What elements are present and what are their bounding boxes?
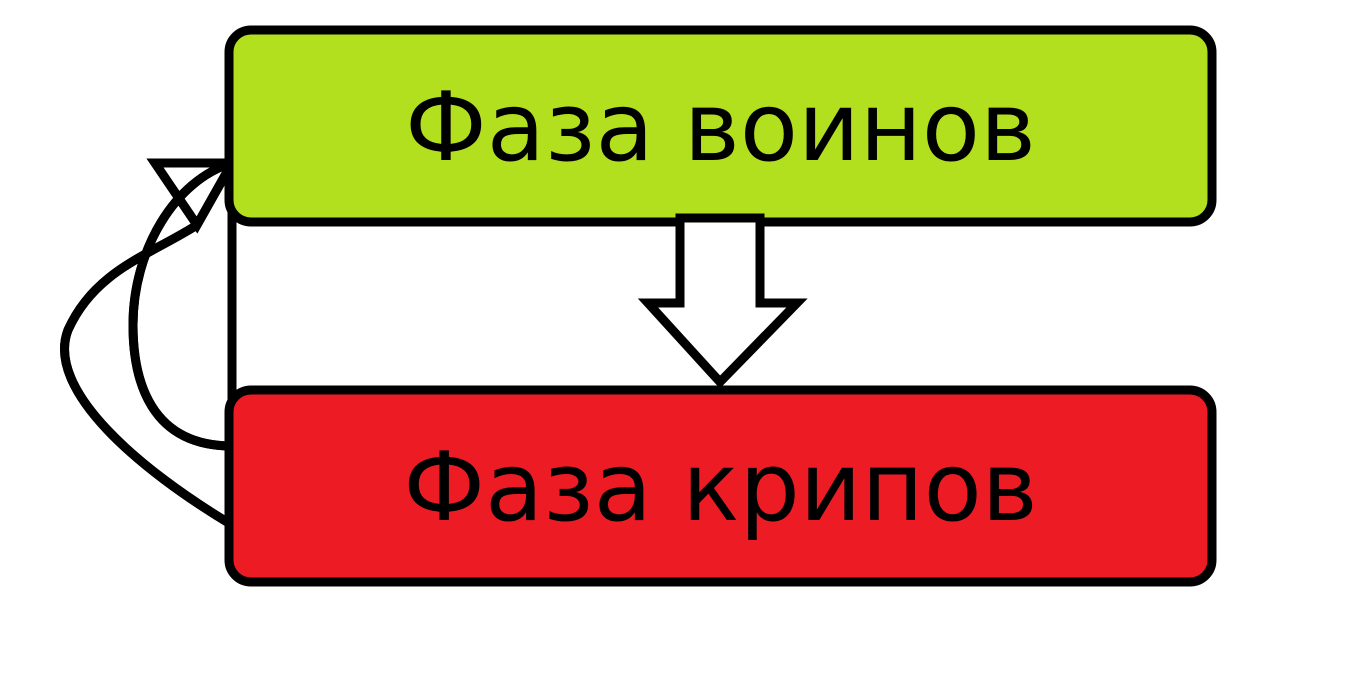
- curved-return-arrowhead: [146, 158, 240, 234]
- curved-return-arrow-inner-edge: [128, 158, 234, 451]
- connector-warriors-to-creeps[interactable]: [637, 213, 808, 389]
- node-warriors-phase[interactable]: Фаза воинов: [224, 25, 1217, 227]
- connector-creeps-to-warriors[interactable]: [60, 145, 240, 533]
- node-creeps-phase[interactable]: Фаза крипов: [224, 385, 1217, 587]
- warriors-phase-label: Фаза воинов: [405, 73, 1036, 183]
- creeps-phase-box: [224, 385, 1217, 587]
- creeps-phase-label: Фаза крипов: [403, 433, 1038, 543]
- down-block-arrow-shape: [637, 213, 808, 389]
